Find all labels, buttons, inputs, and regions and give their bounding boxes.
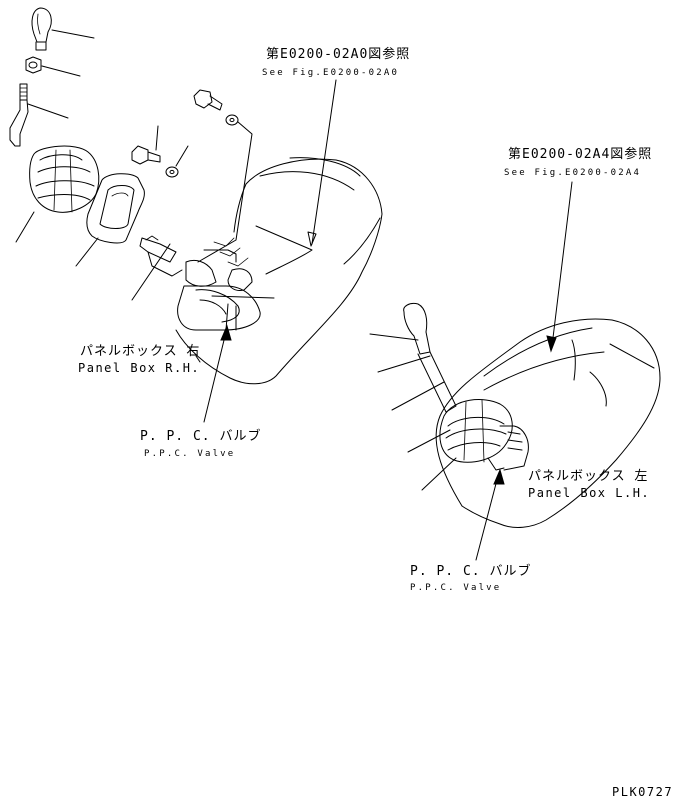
- leaders-lh: [369, 181, 573, 561]
- ppc-top-jp-label: P. P. C. バルブ: [140, 428, 261, 444]
- lock-nut: [25, 56, 81, 77]
- boot-frame: [75, 173, 145, 267]
- panel-rh-en-label: Panel Box R.H.: [78, 361, 200, 375]
- bolt-left: [131, 125, 161, 165]
- panel-box-rh: [131, 157, 383, 385]
- ref-left-en-label: See Fig.E0200-02A4: [504, 168, 641, 178]
- ppc-top-en-label: P.P.C. Valve: [144, 449, 235, 459]
- bolt-top: [193, 89, 223, 111]
- washer-top: [197, 114, 253, 263]
- ppc-bottom-jp-label: P. P. C. バルブ: [410, 563, 531, 579]
- panel-lh-en-label: Panel Box L.H.: [528, 486, 650, 500]
- panel-lh-jp-label: パネルボックス 左: [528, 469, 648, 484]
- ref-right-jp-label: 第E0200-02A0図参照: [266, 46, 410, 62]
- ref-right-en-label: See Fig.E0200-02A0: [262, 68, 399, 78]
- panel-box-lh: [403, 303, 661, 528]
- panel-rh-jp-label: パネルボックス 右: [80, 344, 200, 359]
- lever-knob: [31, 7, 95, 51]
- washer-left: [165, 145, 189, 178]
- lever-rod: [9, 83, 69, 147]
- ppc-bottom-en-label: P.P.C. Valve: [410, 583, 501, 593]
- ref-left-jp-label: 第E0200-02A4図参照: [508, 146, 652, 162]
- leaders-rh: [195, 79, 337, 423]
- rubber-boot: [15, 145, 100, 243]
- drawing-code-label: PLK0727: [612, 785, 673, 799]
